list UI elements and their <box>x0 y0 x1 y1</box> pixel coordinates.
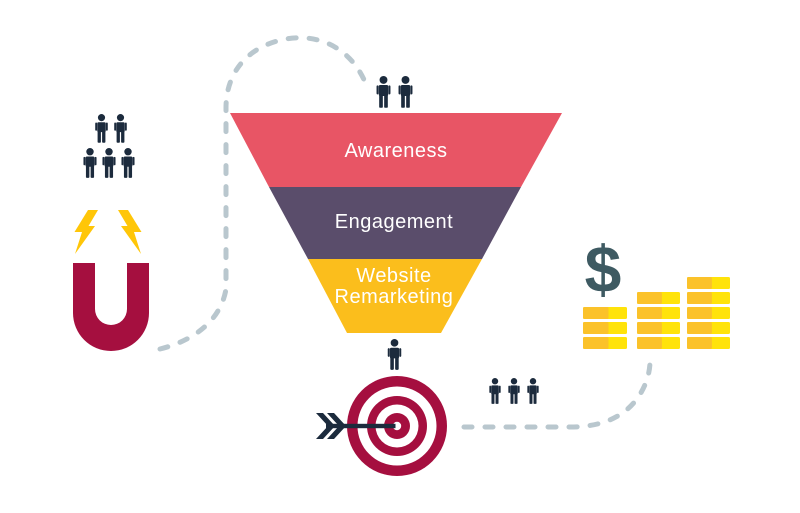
target-icon <box>316 376 447 476</box>
coin <box>637 337 662 349</box>
funnel-stage-label-engagement: Engagement <box>334 211 454 233</box>
person-icon <box>102 148 116 178</box>
coin <box>583 307 609 319</box>
coin-stacks-icon <box>583 277 730 349</box>
coin <box>637 307 662 319</box>
person-icon <box>83 148 97 178</box>
dashed-path-left <box>157 35 370 352</box>
dashed-path-right <box>461 358 653 430</box>
coin <box>637 292 662 304</box>
coin <box>687 322 712 334</box>
coin <box>687 307 712 319</box>
audience-people-group-icon <box>83 114 135 178</box>
person-icon <box>121 148 135 178</box>
funnel-stage-awareness <box>230 113 562 187</box>
person-icon <box>95 114 108 143</box>
coin <box>637 322 662 334</box>
funnel-entry-people-icon <box>376 76 413 108</box>
coin <box>687 337 712 349</box>
person-icon <box>387 339 402 370</box>
coin <box>583 337 609 349</box>
person-icon <box>489 378 501 404</box>
magnet-icon <box>73 263 149 351</box>
dollar-icon: $ <box>584 232 622 306</box>
coin <box>687 277 712 289</box>
person-icon <box>508 378 520 404</box>
person-icon <box>527 378 539 404</box>
person-icon <box>376 76 391 108</box>
funnel-stage-engagement <box>269 187 521 259</box>
lightning-bolt-left-icon <box>74 210 98 254</box>
funnel-stage-website-remarketing <box>308 259 482 333</box>
funnel-exit-person-icon <box>387 339 402 370</box>
person-icon <box>398 76 413 108</box>
funnel-stage-label-website-remarketing: Website Remarketing <box>334 265 454 308</box>
person-icon <box>114 114 127 143</box>
arrow-icon <box>316 413 396 439</box>
converted-people-group-icon <box>489 378 539 404</box>
coin <box>687 292 712 304</box>
funnel-stage-label-awareness: Awareness <box>344 140 448 162</box>
lightning-bolt-right-icon <box>118 210 142 254</box>
funnel <box>230 113 562 333</box>
coin <box>583 322 609 334</box>
